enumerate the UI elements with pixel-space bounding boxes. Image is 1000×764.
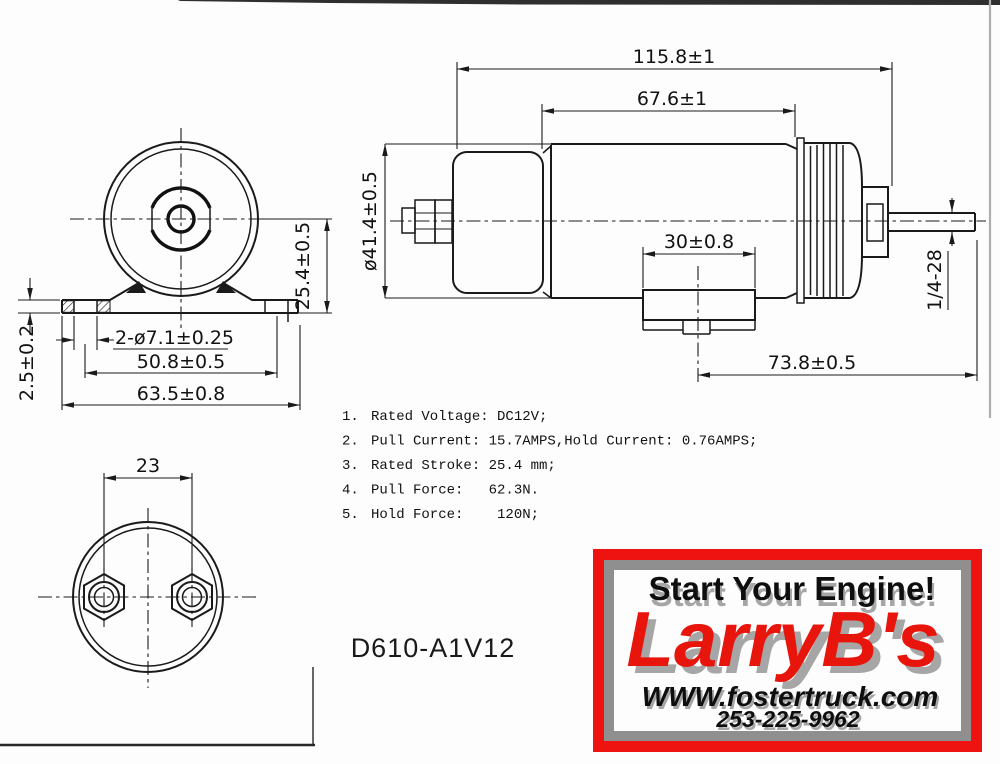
dim-overall-length: 115.8±1 (633, 46, 715, 68)
dim-connector-width: 30±0.8 (664, 231, 734, 253)
spec-5-text: Hold Force: 120N; (371, 507, 539, 523)
spec-4-num: 4. (342, 483, 359, 499)
section-hatch-right (96, 300, 111, 313)
side-view: 115.8±1 67.6±1 ø41.4±0.5 30±0.8 73.8±0.5… (359, 46, 986, 384)
logo-tagline-shadow: Start Your Engine! (651, 576, 938, 613)
logo-background (614, 570, 961, 731)
dim-body-length: 67.6±1 (637, 88, 707, 110)
scan-artifacts (0, 0, 1000, 747)
dim-terminal-spacing: 23 (136, 455, 160, 477)
dim-shaft-thread: 1/4-28 (924, 249, 946, 311)
scan-top-edge (178, 0, 1000, 5)
spec-4-text: Pull Force: 62.3N. (371, 483, 539, 499)
logo-website: WWW.fostertruck.com (642, 681, 939, 712)
dim-body-diameter: ø41.4±0.5 (359, 171, 381, 271)
logo-website-shadow: WWW.fostertruck.com (644, 684, 941, 715)
section-hatch-left (61, 300, 75, 313)
spec-5-num: 5. (342, 507, 359, 523)
logo-brand-shadow: LarryB's (633, 602, 946, 690)
mounting-bracket (61, 281, 299, 322)
bottom-view: 23 (38, 455, 258, 688)
spec-2-num: 2. (342, 434, 359, 450)
logo-brand: LarryB's (626, 595, 939, 683)
spec-1-text: Rated Voltage: DC12V; (371, 409, 547, 425)
logo: Start Your Engine! Start Your Engine! La… (593, 549, 982, 752)
logo-tagline: Start Your Engine! (649, 570, 936, 607)
spec-list: 1. Rated Voltage: DC12V; 2. Pull Current… (342, 409, 757, 523)
spec-1-num: 1. (342, 409, 359, 425)
dim-shaft-to-center: 73.8±0.5 (768, 352, 856, 374)
connector-block (642, 289, 756, 335)
part-number: D610-A1V12 (351, 633, 516, 663)
front-view: 25.4±0.5 2.5±0.2 2-ø7.1±0.25 50.8±0.5 63… (16, 128, 332, 410)
shaft (888, 212, 976, 232)
dim-height-center-to-base: 25.4±0.5 (292, 222, 314, 310)
spec-3-text: Rated Stroke: 25.4 mm; (371, 458, 556, 474)
spec-2-text: Pull Current: 15.7AMPS,Hold Current: 0.7… (371, 434, 757, 450)
shaft-nut (861, 186, 889, 258)
logo-phone: 253-225-9962 (715, 706, 859, 732)
logo-phone-shadow: 253-225-9962 (717, 709, 861, 735)
dim-bracket-thickness: 2.5±0.2 (16, 325, 38, 401)
dim-hole-spacing: 50.8±0.5 (137, 351, 225, 373)
dim-mounting-holes: 2-ø7.1±0.25 (115, 327, 234, 349)
dim-bracket-width: 63.5±0.8 (137, 383, 225, 405)
spec-3-num: 3. (342, 458, 359, 474)
